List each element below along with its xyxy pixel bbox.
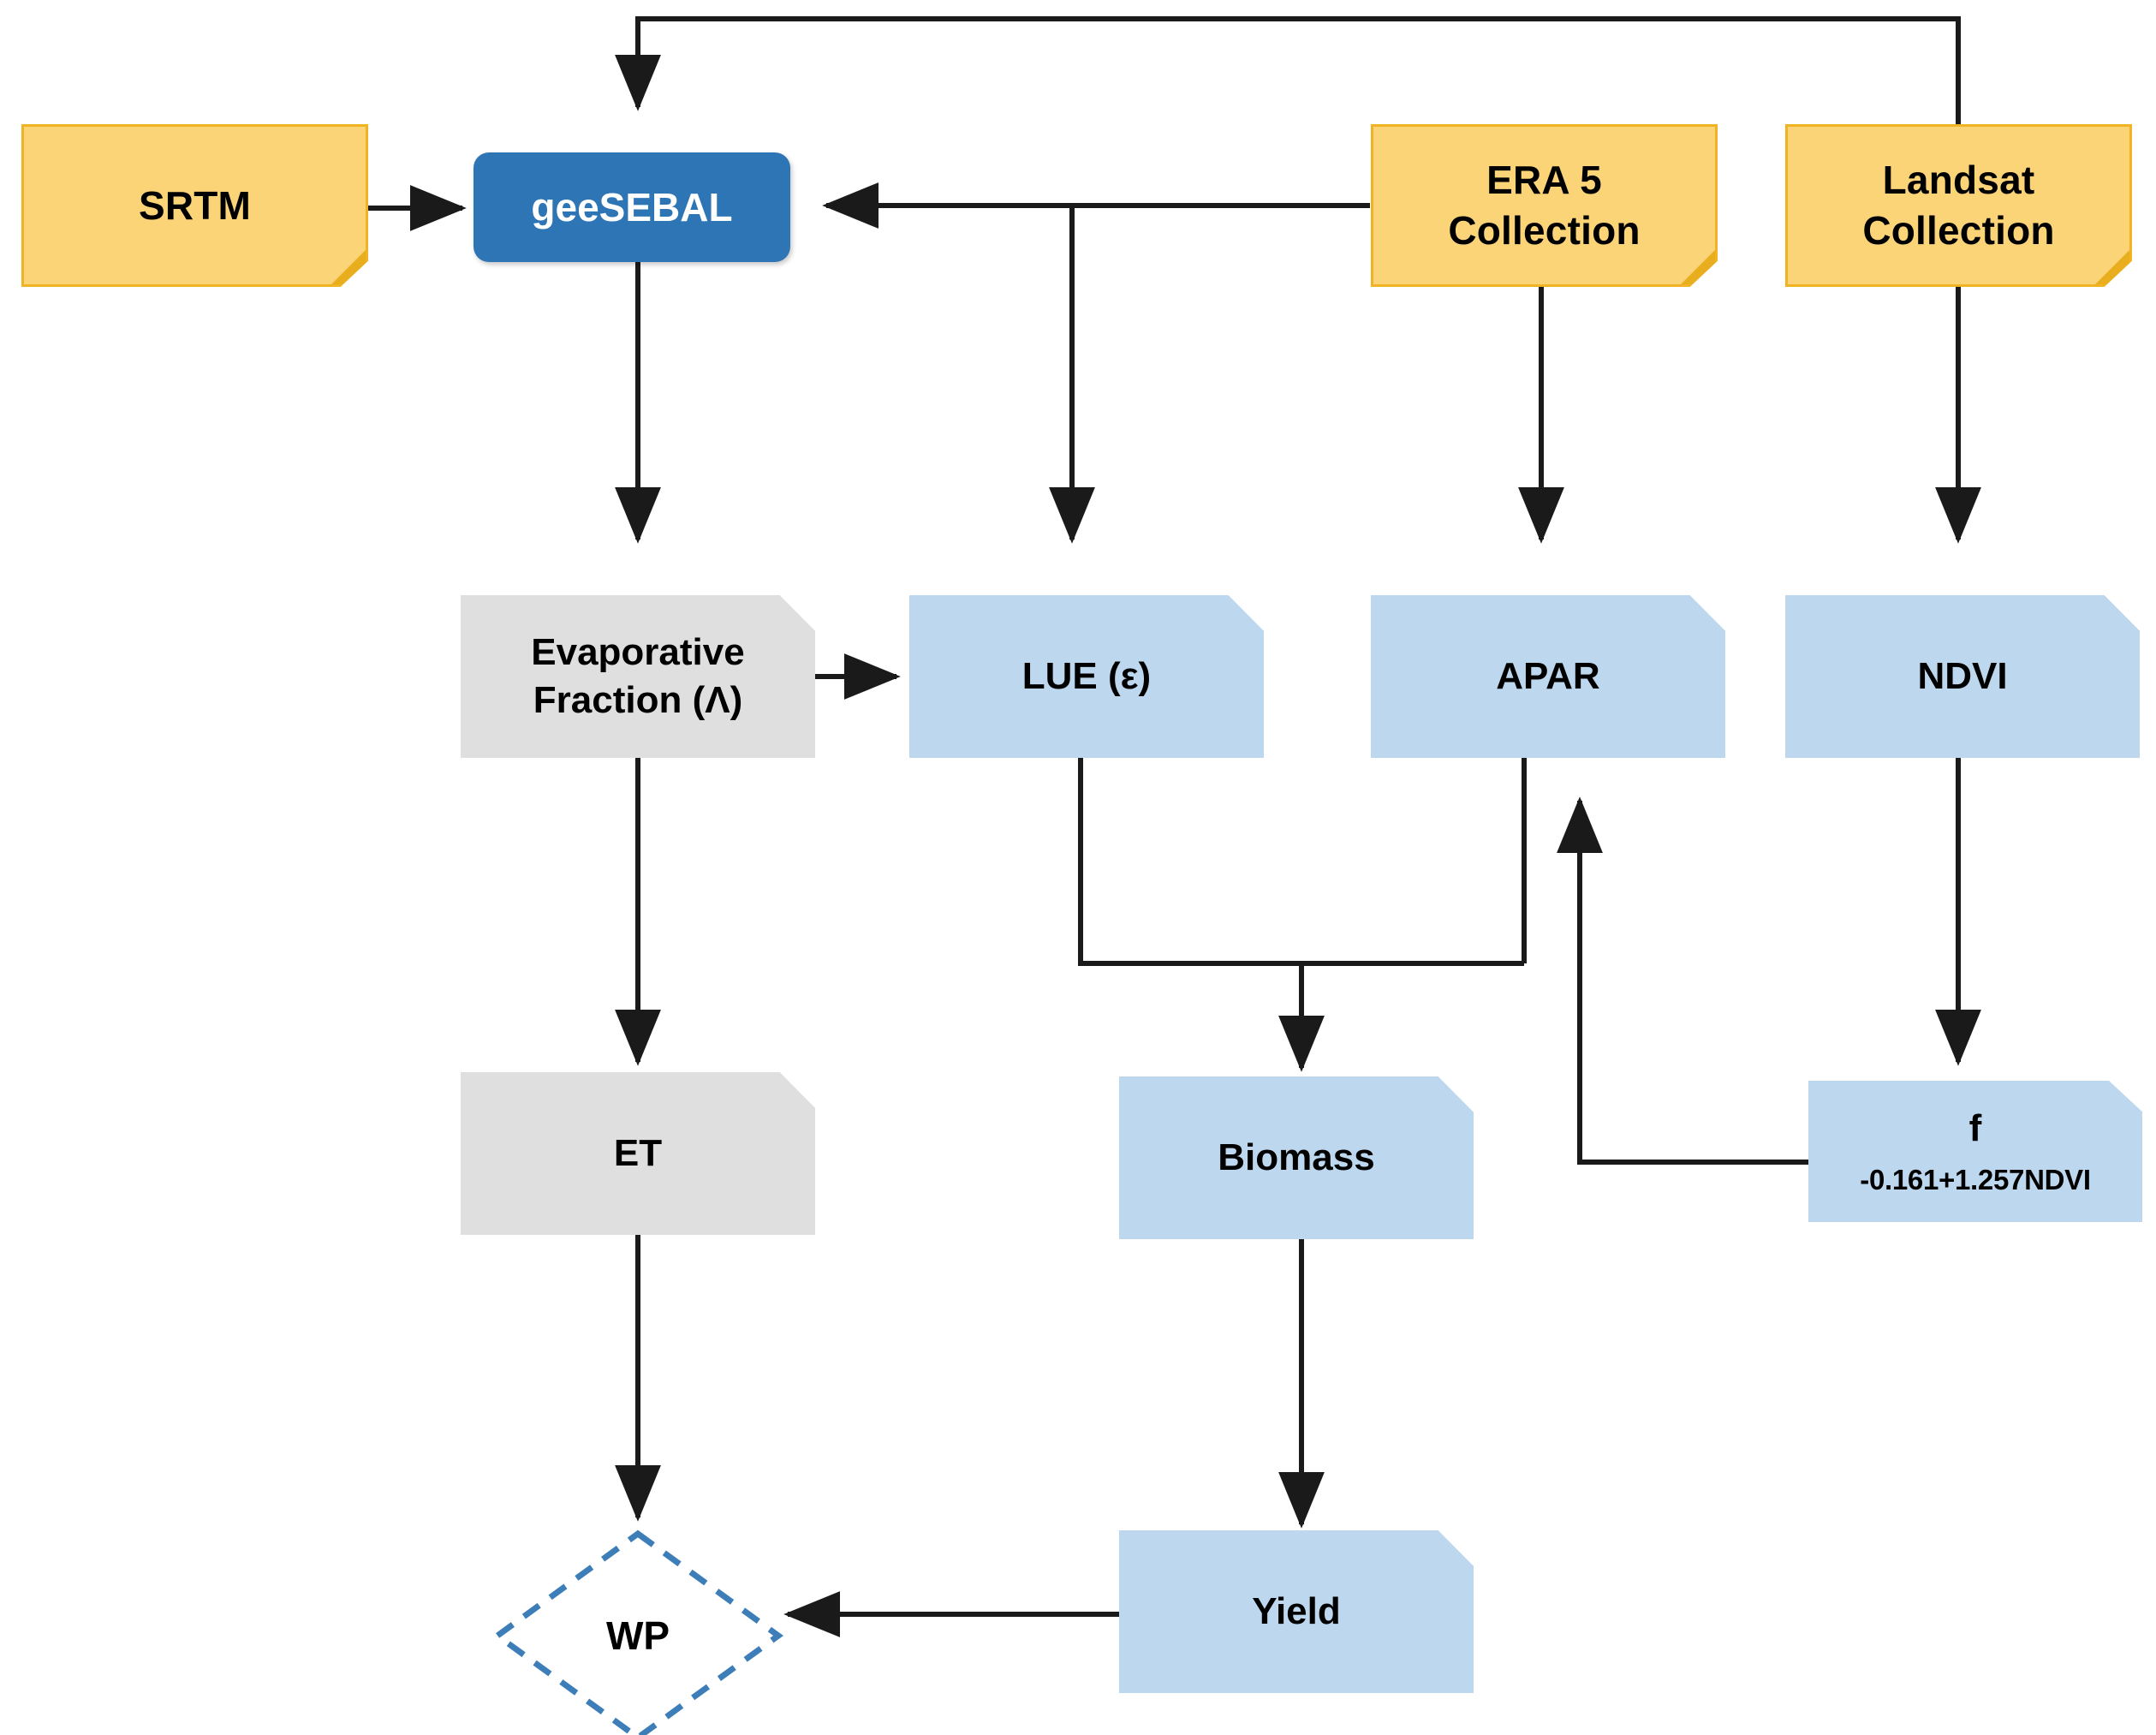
node-wp[interactable]: WP <box>492 1529 783 1735</box>
node-geesebal[interactable]: geeSEBAL <box>473 152 790 262</box>
node-landsat[interactable]: Landsat Collection <box>1785 124 2132 287</box>
node-landsat-label-line2: Collection <box>1862 208 2055 253</box>
node-f-formula[interactable]: f -0.161+1.257NDVI <box>1808 1081 2142 1222</box>
node-f-equation: -0.161+1.257NDVI <box>1860 1163 2091 1195</box>
node-apar[interactable]: APAR <box>1371 595 1725 758</box>
node-srtm[interactable]: SRTM <box>21 124 368 287</box>
edge-landsat-geesebal <box>615 16 1961 128</box>
node-biomass[interactable]: Biomass <box>1119 1076 1474 1239</box>
node-apar-label: APAR <box>1496 654 1600 697</box>
node-geesebal-label: geeSEBAL <box>531 184 733 230</box>
node-era5-label-line2: Collection <box>1448 208 1641 253</box>
node-f-symbol: f <box>1968 1107 1982 1150</box>
node-ef-label-line2: Fraction (Λ) <box>533 679 743 721</box>
node-ef-label-line1: Evaporative <box>531 630 745 673</box>
node-biomass-label: Biomass <box>1218 1136 1375 1178</box>
node-ndvi[interactable]: NDVI <box>1785 595 2140 758</box>
node-et-label: ET <box>613 1131 663 1174</box>
node-et[interactable]: ET <box>461 1072 815 1235</box>
f-formula-stack: f -0.161+1.257NDVI <box>1808 1105 2142 1198</box>
edge-f-apar <box>1557 796 1808 1165</box>
node-srtm-label: SRTM <box>138 182 252 228</box>
wp-diamond-shape <box>492 1529 783 1735</box>
node-yield[interactable]: Yield <box>1119 1530 1474 1693</box>
node-lue[interactable]: LUE (ε) <box>909 595 1264 758</box>
edge-lue-merge <box>1078 758 1524 966</box>
node-wp-label: WP <box>605 1613 670 1658</box>
node-landsat-label-line1: Landsat <box>1882 158 2035 203</box>
node-era5[interactable]: ERA 5 Collection <box>1371 124 1718 287</box>
node-lue-label: LUE (ε) <box>1021 654 1152 697</box>
node-evaporative-fraction[interactable]: Evaporative Fraction (Λ) <box>461 595 815 758</box>
page-fold-icon <box>1681 250 1715 284</box>
page-fold-icon <box>2095 250 2129 284</box>
node-ndvi-label: NDVI <box>1917 654 2008 697</box>
node-yield-label: Yield <box>1252 1589 1341 1632</box>
page-fold-icon <box>331 250 366 284</box>
node-era5-label-line1: ERA 5 <box>1486 158 1602 203</box>
